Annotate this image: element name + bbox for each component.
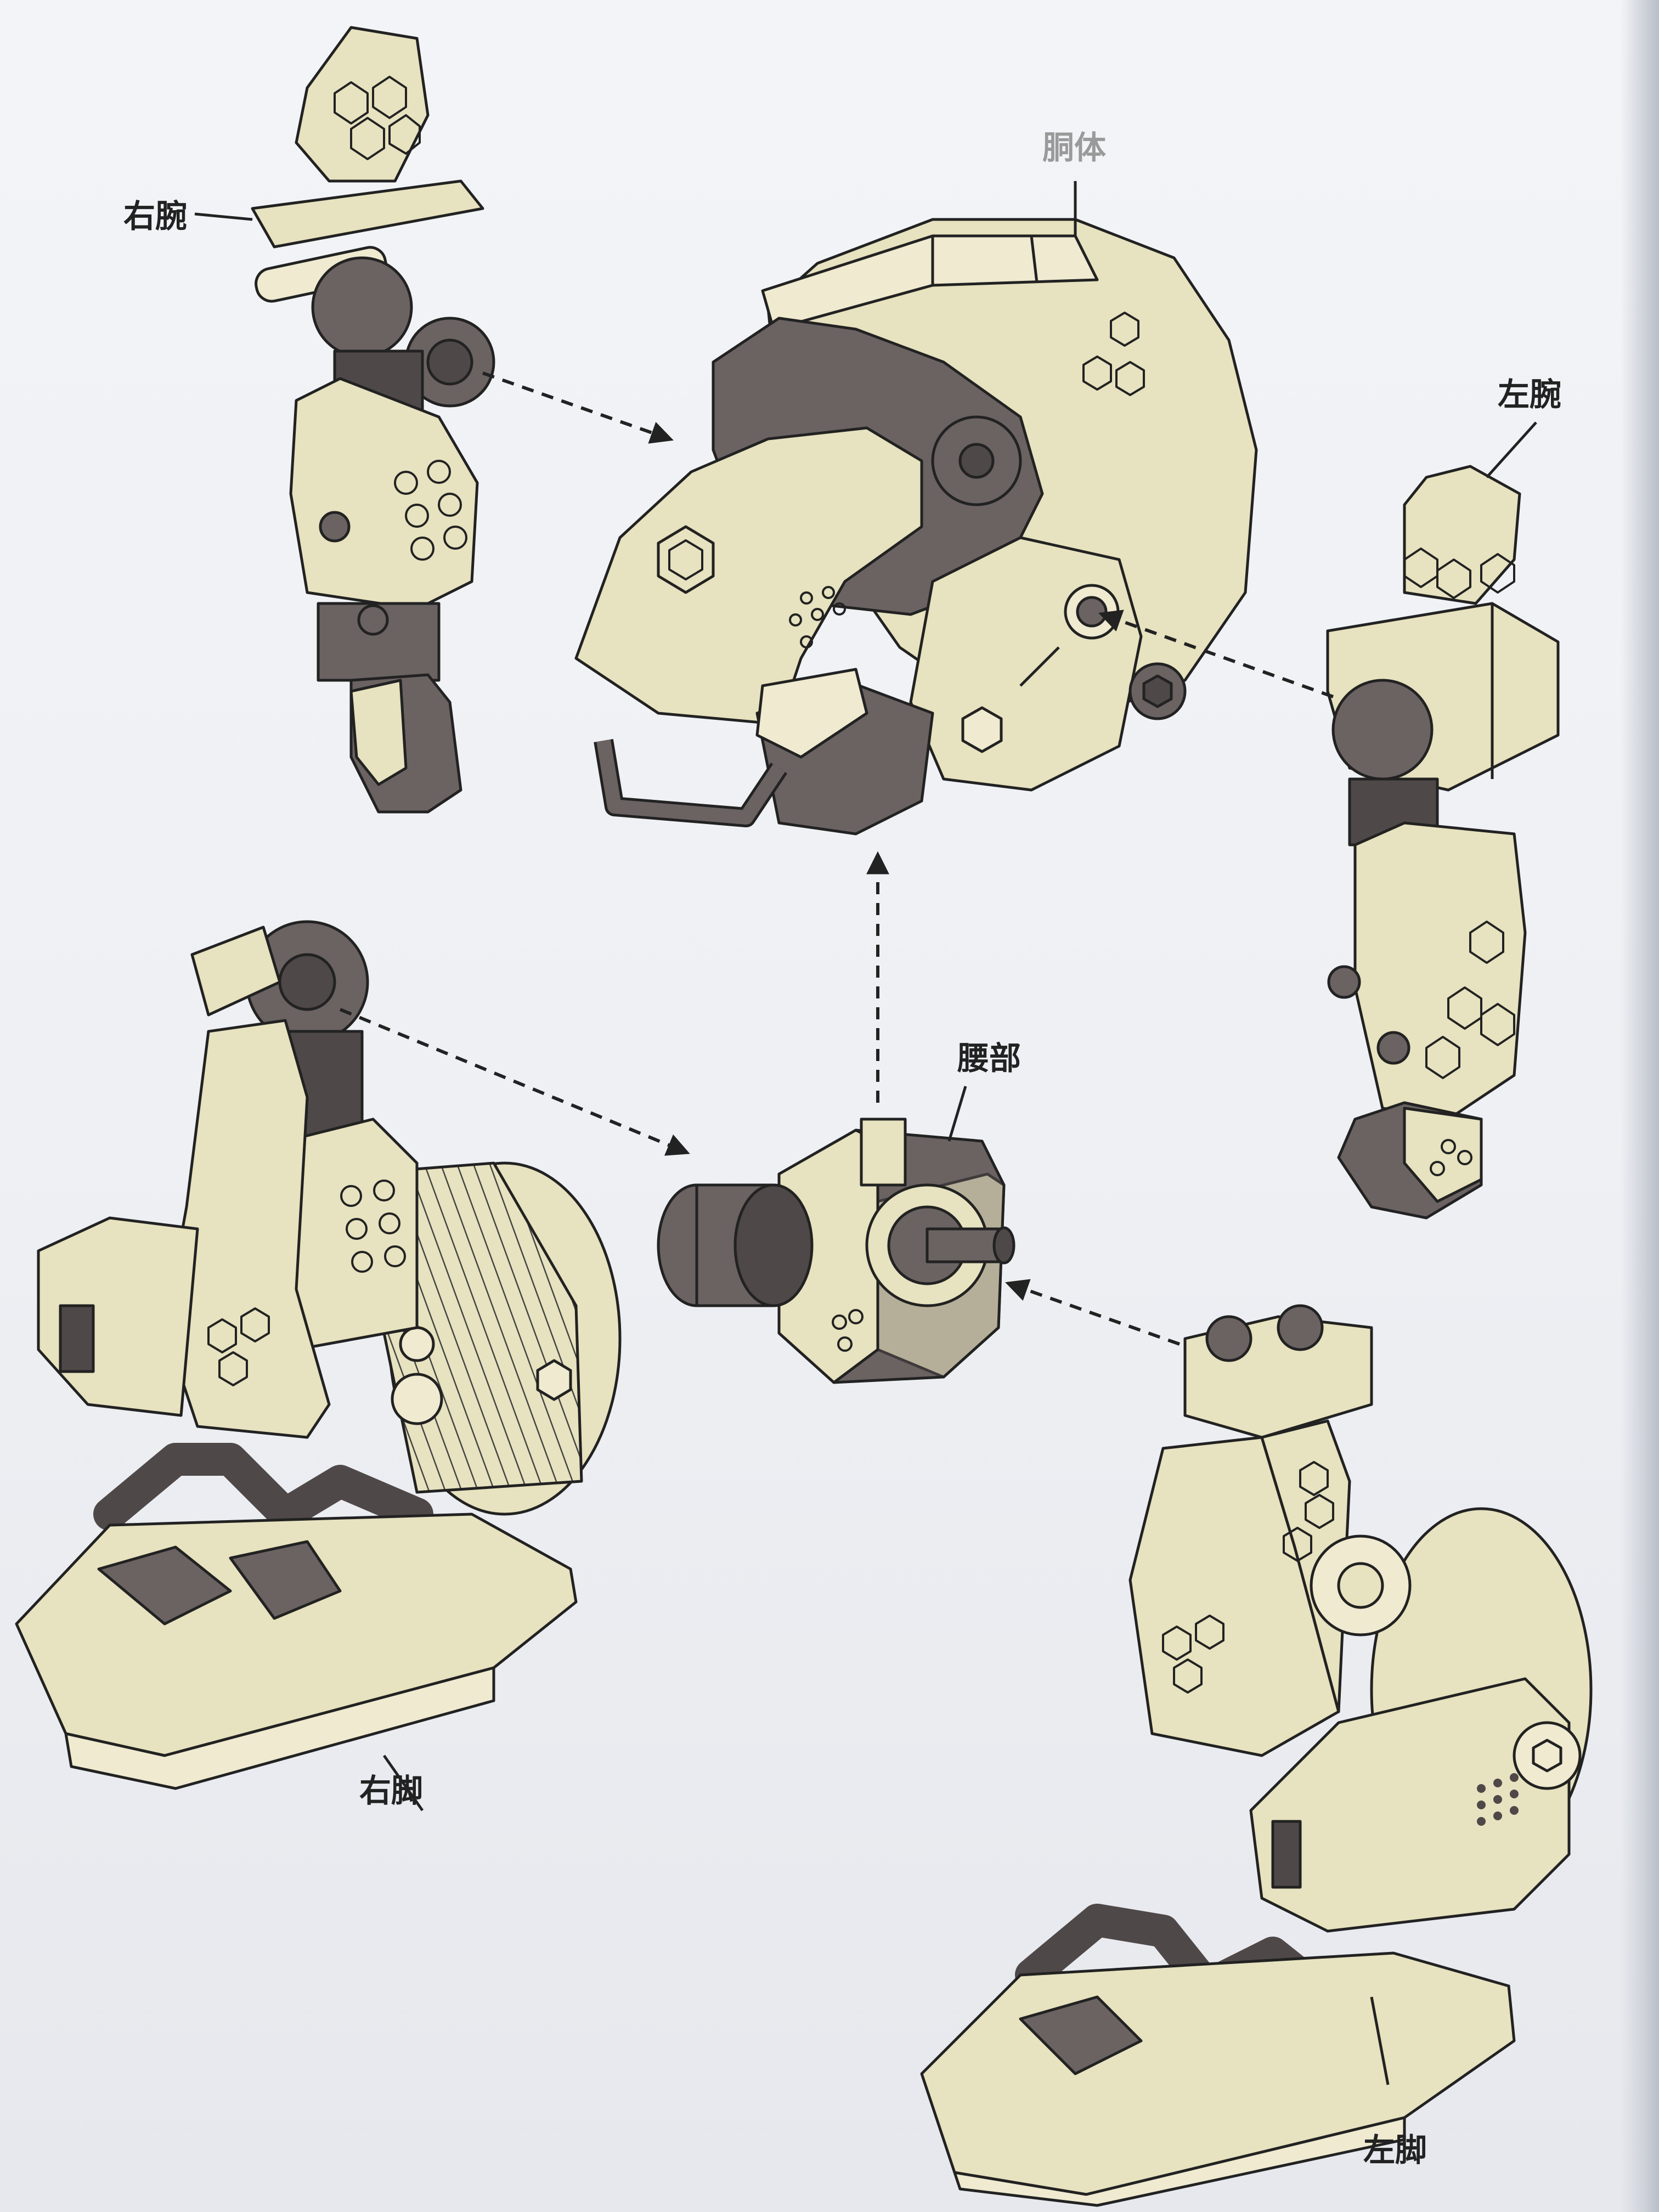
label-torso: 胴体 <box>1042 129 1107 166</box>
label-right-leg: 右脚 <box>359 1772 424 1809</box>
hexagon-bolt-icon <box>961 706 1003 753</box>
label-left-arm: 左腕 <box>1498 376 1562 413</box>
left-arm-part <box>1326 465 1560 1220</box>
right-leg-part <box>15 920 622 1790</box>
hexagon-cluster-icon <box>1082 312 1145 396</box>
torso-part <box>574 218 1258 836</box>
label-waist: 腰部 <box>957 1040 1022 1077</box>
arrow-right-arm-to-torso <box>482 371 674 444</box>
label-left-leg: 左脚 <box>1363 2131 1427 2169</box>
dashed-arrow-icon <box>339 371 1334 1346</box>
right-arm-part <box>251 26 495 814</box>
left-leg-part <box>920 1304 1593 2207</box>
label-right-arm: 右腕 <box>123 198 188 235</box>
page-edge <box>1621 0 1659 2212</box>
waist-part <box>657 1118 1015 1384</box>
hexagon-badge-icon <box>657 525 715 594</box>
arrow-left-leg-to-waist <box>1005 1279 1181 1346</box>
leader-lines <box>194 181 1537 2085</box>
arrow-right-leg-to-waist <box>339 1008 690 1156</box>
